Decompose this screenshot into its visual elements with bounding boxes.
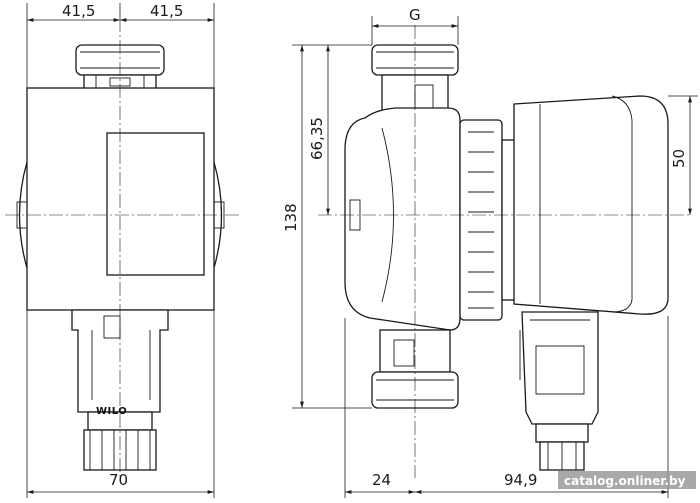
dim-height-center: 66,35 — [308, 117, 326, 160]
side-view — [318, 25, 690, 478]
wilo-logo: WILO — [96, 406, 127, 417]
front-view: WILO — [5, 18, 240, 478]
dim-height-total: 138 — [282, 203, 300, 232]
dimensions: 41,5 41,5 G 138 66,35 50 70 24 94,9 — [26, 2, 698, 498]
watermark-text: catalog.onliner.by — [564, 474, 686, 488]
dim-width-side-left: 24 — [372, 471, 391, 489]
dim-width-side-right: 94,9 — [504, 471, 537, 489]
dim-top-right: 41,5 — [150, 2, 183, 20]
dim-top-left: 41,5 — [62, 2, 95, 20]
dim-width-front: 70 — [109, 471, 128, 489]
dim-head-height: 50 — [670, 149, 688, 168]
dim-thread-g: G — [409, 6, 421, 24]
watermark: catalog.onliner.by — [558, 471, 696, 489]
